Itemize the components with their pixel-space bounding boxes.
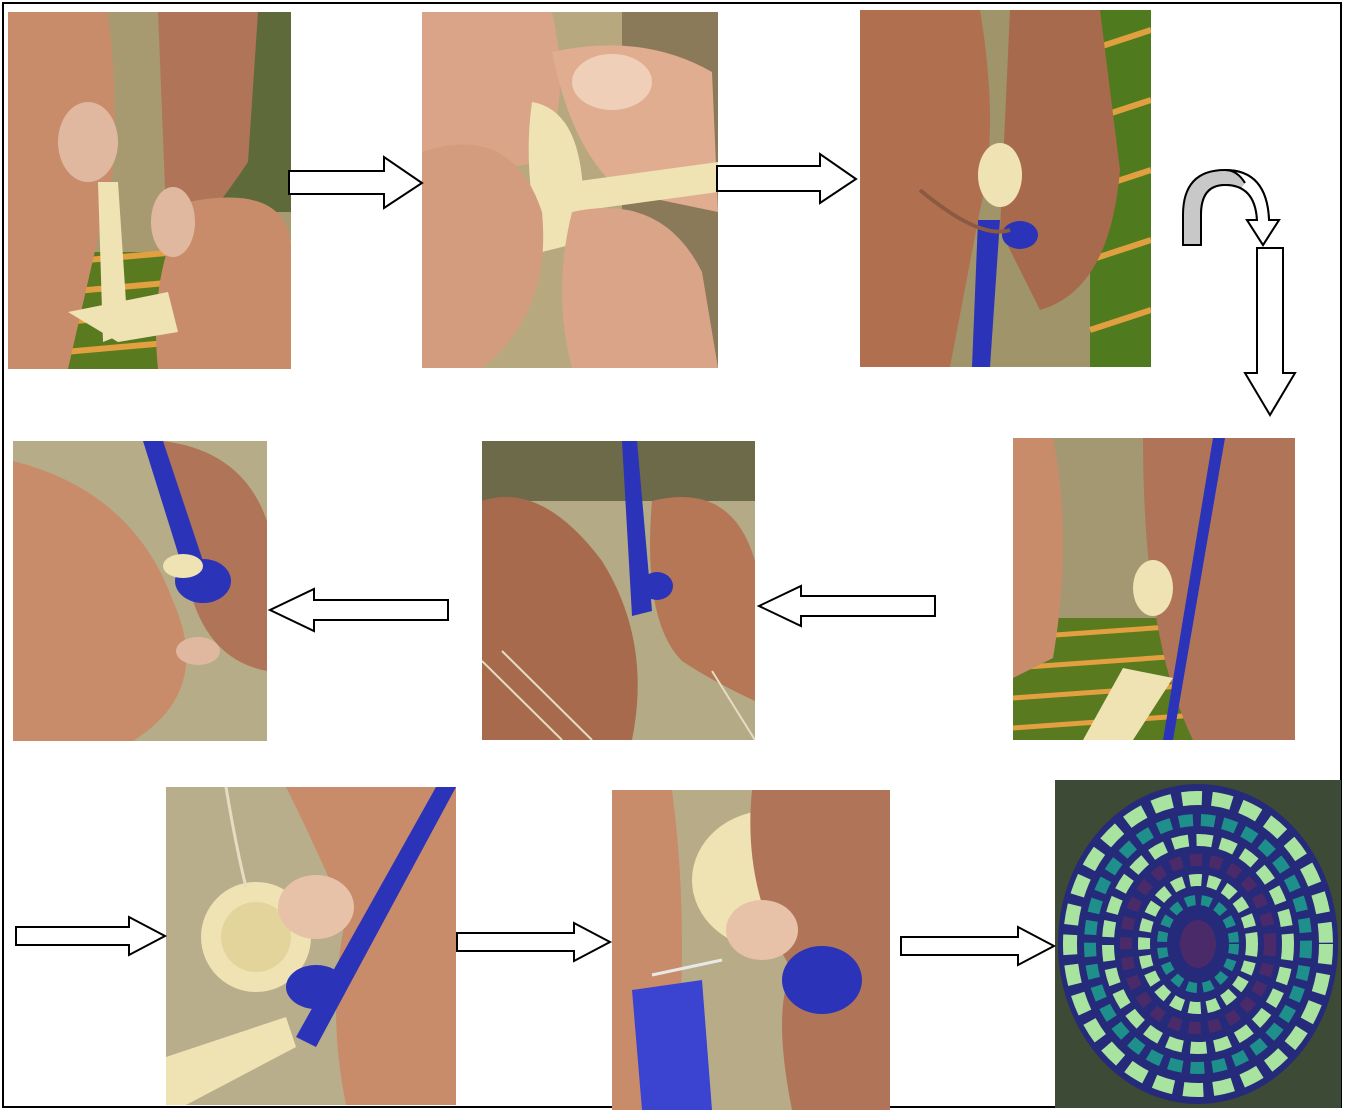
arrow-step5-to-step6 (268, 587, 450, 633)
step-6-photo (13, 441, 267, 741)
step-2-photo (422, 12, 718, 368)
arrow-step7-to-step8 (456, 921, 612, 963)
curved-arrow-icon (1175, 165, 1299, 420)
arrow-step8-to-step9 (900, 925, 1056, 967)
step-1-photo (8, 12, 291, 369)
step-9-photo (1055, 780, 1341, 1108)
step-5-photo (482, 441, 755, 740)
step-8-photo (612, 790, 890, 1110)
arrow-step6-to-step7 (15, 915, 167, 957)
step-3-photo (860, 10, 1151, 367)
arrow-step2-to-step3 (716, 152, 858, 206)
step-7-photo (166, 787, 456, 1105)
step-4-photo (1013, 438, 1295, 740)
arrow-step1-to-step2 (288, 155, 424, 211)
arrow-step4-to-step5 (757, 584, 937, 628)
